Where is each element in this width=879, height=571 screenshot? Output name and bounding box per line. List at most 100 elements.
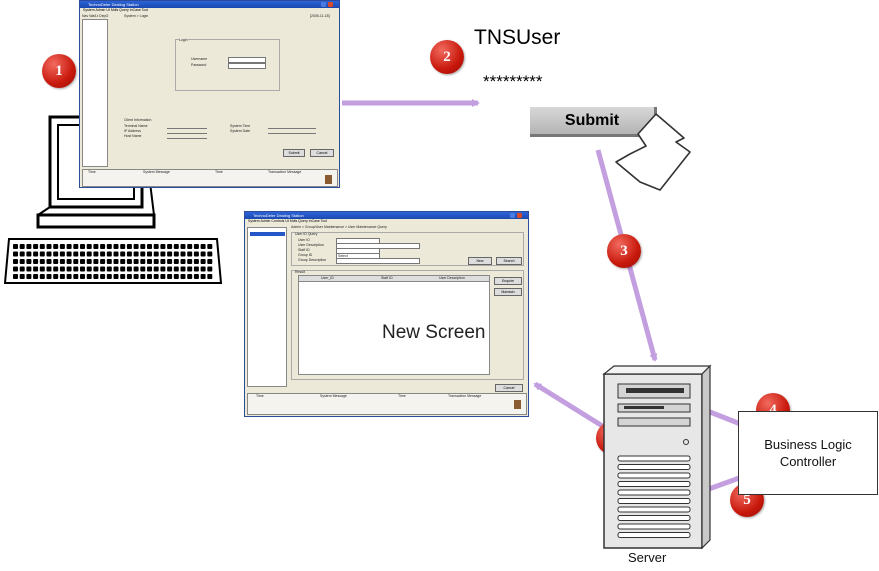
keyboard-key (180, 274, 186, 279)
keyboard-key (160, 266, 166, 272)
keyboard-key (66, 274, 72, 279)
new-window-menu-bar[interactable]: System Admin Controls Ut Mdls Query InCa… (248, 219, 328, 223)
keyboard-key (200, 274, 206, 279)
keyboard-key (26, 251, 32, 257)
keyboard-key (93, 266, 99, 272)
query-field-user-id: User ID (298, 238, 310, 242)
hand-cursor-icon (615, 113, 691, 191)
keyboard-key (26, 244, 32, 249)
close-button[interactable] (328, 2, 333, 7)
server-label: Server (628, 550, 667, 565)
nav-selected-item[interactable] (250, 232, 285, 236)
new-status-transaction-message-header: Transaction Message (448, 394, 482, 398)
server-vent (617, 532, 691, 538)
cancel-button[interactable]: Cancel (495, 384, 523, 392)
query-field-user-desc: User Description (298, 243, 324, 247)
keyboard-key (46, 266, 52, 272)
keyboard-key (80, 251, 85, 257)
header-datetime: [2005-11-18] (310, 14, 330, 18)
login-submit-button[interactable]: Submit (283, 149, 305, 157)
keyboard-key (19, 259, 25, 264)
keyboard-key (167, 244, 173, 249)
keyboard-key (207, 244, 213, 249)
keyboard-key (100, 244, 106, 249)
ip-address-value (167, 129, 207, 134)
keyboard-key (180, 259, 186, 264)
keyboard-key (86, 244, 92, 249)
keyboard-key (19, 274, 25, 279)
new-window-nav-pane[interactable] (247, 227, 287, 387)
enquire-button[interactable]: Enquire (494, 277, 522, 285)
server-vent (617, 481, 691, 487)
username-field[interactable] (228, 57, 266, 63)
search-button[interactable]: Search (496, 257, 522, 265)
keyboard-key (33, 259, 39, 264)
keyboard-key (93, 274, 99, 279)
keyboard-key (133, 259, 139, 264)
keyboard-key (106, 251, 112, 257)
password-field[interactable] (228, 63, 266, 69)
submit-button[interactable]: Submit (530, 107, 657, 137)
keyboard-key (86, 266, 92, 272)
server-tower-icon (602, 364, 712, 550)
keyboard-key (160, 259, 166, 264)
keyboard-key (187, 251, 193, 257)
keyboard-key (53, 259, 59, 264)
status-bar: Time System Message Time Transaction Mes… (82, 169, 338, 187)
col-staff-id[interactable]: Staff ID (381, 276, 393, 280)
keyboard-key (187, 259, 193, 264)
maintain-button[interactable]: Maintain (494, 288, 522, 296)
username-text: TNSUser (474, 26, 561, 49)
login-cancel-button[interactable]: Cancel (310, 149, 334, 157)
keyboard-key (160, 251, 166, 257)
status-time-header: Time (88, 170, 96, 174)
new-status-time-header: Time (256, 394, 264, 398)
keyboard-key (93, 244, 99, 249)
keyboard-key (153, 251, 159, 257)
result-table[interactable]: User_ID Staff ID User Description (298, 275, 490, 375)
new-button[interactable]: New (468, 257, 492, 265)
keyboard-key (167, 266, 173, 272)
keyboard-key (33, 244, 39, 249)
keyboard-key (180, 244, 186, 249)
keyboard-key (19, 266, 25, 272)
minimize-button[interactable] (321, 2, 326, 7)
keyboard-key (113, 251, 119, 257)
keyboard-key (26, 266, 32, 272)
query-field-staff-id: Staff ID (298, 248, 310, 252)
keyboard-key (133, 251, 139, 257)
group-description-input[interactable] (336, 258, 420, 264)
col-user-id[interactable]: User_ID (321, 276, 334, 280)
client-row-ip: IP Address (124, 129, 141, 133)
keyboard-key (46, 251, 52, 257)
keyboard-key (140, 266, 146, 272)
keyboard-key (53, 266, 59, 272)
keyboard-key (120, 259, 126, 264)
keyboard-key (93, 259, 99, 264)
col-user-description[interactable]: User Description (439, 276, 465, 280)
keyboard-key (173, 266, 179, 272)
keyboard-key (126, 259, 132, 264)
new-window-close-button[interactable] (517, 213, 522, 218)
keyboard-key (160, 244, 166, 249)
new-window-minimize-button[interactable] (510, 213, 515, 218)
keyboard-key (13, 244, 18, 249)
keyboard-key (133, 244, 139, 249)
keyboard-key (39, 266, 45, 272)
keyboard-key (39, 274, 45, 279)
keyboard-key (80, 259, 85, 264)
nav-tree-pane[interactable] (82, 19, 108, 167)
keyboard-key (140, 274, 146, 279)
keyboard-key (193, 266, 199, 272)
keyboard-key (13, 251, 18, 257)
keyboard-key (120, 266, 126, 272)
keyboard-key (173, 251, 179, 257)
menu-bar[interactable]: System Admin Ut Mdls Query InCase Tool (83, 8, 149, 12)
client-row-terminal: Terminal Name (124, 124, 148, 128)
keyboard-key (153, 259, 159, 264)
keyboard-key (200, 266, 206, 272)
nav-tabs[interactable]: Nav Wa/Lt DepO (82, 14, 109, 18)
terminal-name-value (167, 124, 207, 129)
keyboard-key (26, 259, 32, 264)
keyboard-key (59, 266, 65, 272)
